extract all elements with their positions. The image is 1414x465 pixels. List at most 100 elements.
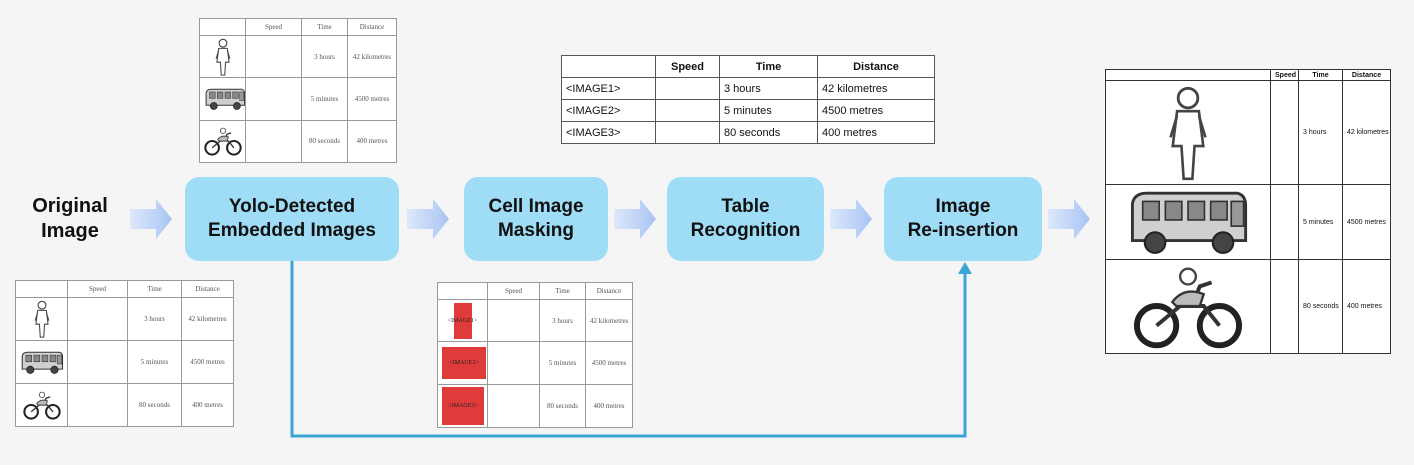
- flow-arrow-3: [614, 199, 656, 239]
- stage-cell-image-masking: Cell Image Masking: [464, 177, 608, 261]
- header-cell: Distance: [585, 282, 633, 300]
- distance-cell: 42 kilometres: [585, 299, 633, 342]
- person-icon: [33, 300, 51, 338]
- motorbike-icon: [1133, 262, 1243, 350]
- header-cell: Distance: [1342, 68, 1391, 82]
- distance-cell: 4500 metres: [1342, 184, 1391, 260]
- masked-table: Speed Time Distance <IMAGE1> 3 hours 42 …: [437, 282, 633, 428]
- distance-cell: 400 metres: [347, 119, 397, 164]
- stage-recognition-line2: Recognition: [690, 220, 801, 241]
- stage-recognition-line1: Table: [721, 196, 770, 217]
- table-row: <IMAGE3> 80 seconds 400 metres: [437, 384, 633, 428]
- distance-cell: 42 kilometres: [817, 77, 935, 100]
- time-cell: 80 seconds: [301, 119, 348, 164]
- table-row: 80 seconds 400 metres: [15, 383, 234, 427]
- table-row: <IMAGE1> 3 hours 42 kilometres: [561, 77, 935, 100]
- header-cell: [561, 55, 656, 78]
- table-row: 3 hours 42 kilometres: [15, 297, 234, 341]
- table-header-row: Speed Time Distance: [15, 280, 234, 298]
- image-placeholder-cell: <IMAGE1>: [561, 77, 656, 100]
- table-row: <IMAGE2> 5 minutes 4500 metres: [561, 99, 935, 122]
- header-cell: Distance: [817, 55, 935, 78]
- header-cell: Time: [127, 280, 182, 298]
- table-row: <IMAGE3> 80 seconds 400 metres: [561, 121, 935, 144]
- distance-cell: 400 metres: [181, 383, 234, 427]
- flow-arrow-2: [407, 199, 449, 239]
- header-cell: Time: [301, 17, 348, 37]
- final-reconstructed-table: Speed Time Distance 3 hours 42 kilometre…: [1105, 68, 1391, 355]
- table-row: 5 minutes 4500 metres: [15, 340, 234, 384]
- time-cell: 80 seconds: [719, 121, 818, 144]
- table-header-row: Speed Time Distance: [1105, 68, 1391, 82]
- header-cell: Time: [539, 282, 586, 300]
- stage-yolo-line2: Embedded Images: [208, 220, 376, 241]
- stage-table-recognition: Table Recognition: [667, 177, 824, 261]
- distance-cell: 4500 metres: [817, 99, 935, 122]
- table-row: <IMAGE1> 3 hours 42 kilometres: [437, 299, 633, 342]
- stage-masking-line2: Masking: [497, 220, 575, 241]
- stage-yolo-detected: Yolo-Detected Embedded Images: [185, 177, 399, 261]
- header-cell: Speed: [1270, 68, 1299, 82]
- person-icon: [1166, 85, 1210, 181]
- time-cell: 3 hours: [301, 35, 348, 79]
- table-header-row: Speed Time Distance: [199, 17, 397, 37]
- bypass-arrowhead: [958, 262, 972, 274]
- header-cell: Speed: [487, 282, 540, 300]
- table-row: 80 seconds 400 metres: [199, 119, 397, 164]
- recognized-table: Speed Time Distance <IMAGE1> 3 hours 42 …: [561, 55, 935, 144]
- header-cell: Speed: [245, 17, 302, 37]
- time-cell: 5 minutes: [1298, 184, 1343, 260]
- time-cell: 80 seconds: [539, 384, 586, 428]
- distance-cell: 400 metres: [585, 384, 633, 428]
- header-cell: Distance: [347, 17, 397, 37]
- original-image-table: Speed Time Distance 3 hours 42 kilometre…: [15, 280, 234, 427]
- time-cell: 80 seconds: [127, 383, 182, 427]
- image-placeholder-cell: <IMAGE2>: [561, 99, 656, 122]
- speed-cell: [655, 99, 720, 122]
- bus-icon: [20, 349, 64, 376]
- time-cell: 5 minutes: [539, 341, 586, 385]
- stage-original-image: Original Image: [14, 194, 126, 244]
- distance-cell: 4500 metres: [347, 77, 397, 121]
- stage-reinsertion-line1: Image: [935, 196, 991, 217]
- header-cell: Speed: [67, 280, 128, 298]
- bus-icon: [204, 86, 246, 112]
- time-cell: 5 minutes: [719, 99, 818, 122]
- image-mask: <IMAGE1>: [448, 302, 477, 339]
- motorbike-icon: [23, 388, 61, 422]
- stage-original-line1: Original: [32, 195, 108, 217]
- flow-arrow-1: [130, 199, 172, 239]
- distance-cell: 42 kilometres: [181, 297, 234, 341]
- speed-cell: [655, 121, 720, 144]
- yolo-detected-table: Speed Time Distance 3 hours 42 kilometre…: [199, 17, 397, 164]
- header-cell: [437, 282, 488, 300]
- motorbike-icon: [204, 124, 242, 158]
- flow-arrow-5: [1048, 199, 1090, 239]
- image-placeholder-cell: <IMAGE3>: [561, 121, 656, 144]
- stage-image-reinsertion: Image Re-insertion: [884, 177, 1042, 261]
- table-row: 5 minutes 4500 metres: [199, 77, 397, 121]
- table-header-row: Speed Time Distance: [437, 282, 633, 300]
- distance-cell: 4500 metres: [181, 340, 234, 384]
- distance-cell: 42 kilometres: [1342, 80, 1391, 186]
- header-cell: Distance: [181, 280, 234, 298]
- image-mask: <IMAGE2>: [442, 347, 486, 379]
- bypass-connector: [290, 258, 967, 438]
- bus-icon: [1118, 187, 1258, 257]
- header-cell: [15, 280, 68, 298]
- time-cell: 3 hours: [719, 77, 818, 100]
- time-cell: 3 hours: [539, 299, 586, 342]
- header-cell: Time: [1298, 68, 1343, 82]
- time-cell: 3 hours: [1298, 80, 1343, 186]
- distance-cell: 400 metres: [1342, 258, 1391, 355]
- header-cell: Speed: [655, 55, 720, 78]
- table-row: <IMAGE2> 5 minutes 4500 metres: [437, 341, 633, 385]
- distance-cell: 4500 metres: [585, 341, 633, 385]
- image-mask: <IMAGE3>: [442, 387, 484, 425]
- header-cell: Time: [719, 55, 818, 78]
- table-row: 3 hours 42 kilometres: [1105, 80, 1391, 186]
- header-cell: [1105, 68, 1271, 82]
- stage-reinsertion-line2: Re-insertion: [907, 220, 1019, 241]
- flow-arrow-4: [830, 199, 872, 239]
